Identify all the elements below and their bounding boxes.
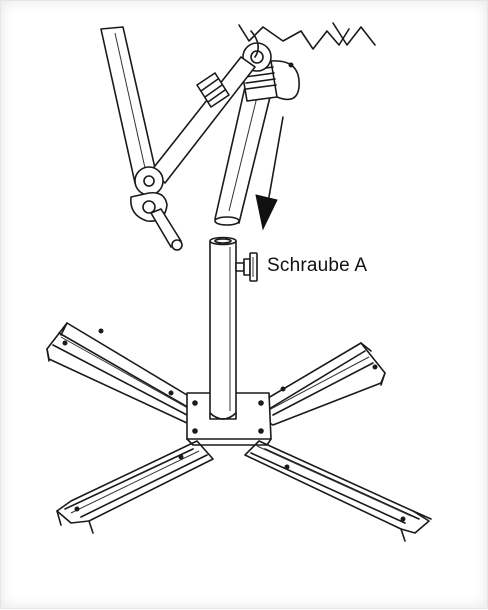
base-arm-left-down [57,441,213,533]
base-arm-right-up [263,343,385,425]
insertion-arrow [256,117,283,229]
screw-a [236,253,257,281]
support-strut [151,57,255,183]
boom-arm [101,27,157,183]
base-arm-right-down [245,441,431,541]
screw-a-label: Schraube A [267,255,368,276]
base-arm-left-up [47,323,197,423]
crank-hinge [131,167,182,250]
stand-tube [210,238,236,420]
canopy-fragment [239,23,375,57]
